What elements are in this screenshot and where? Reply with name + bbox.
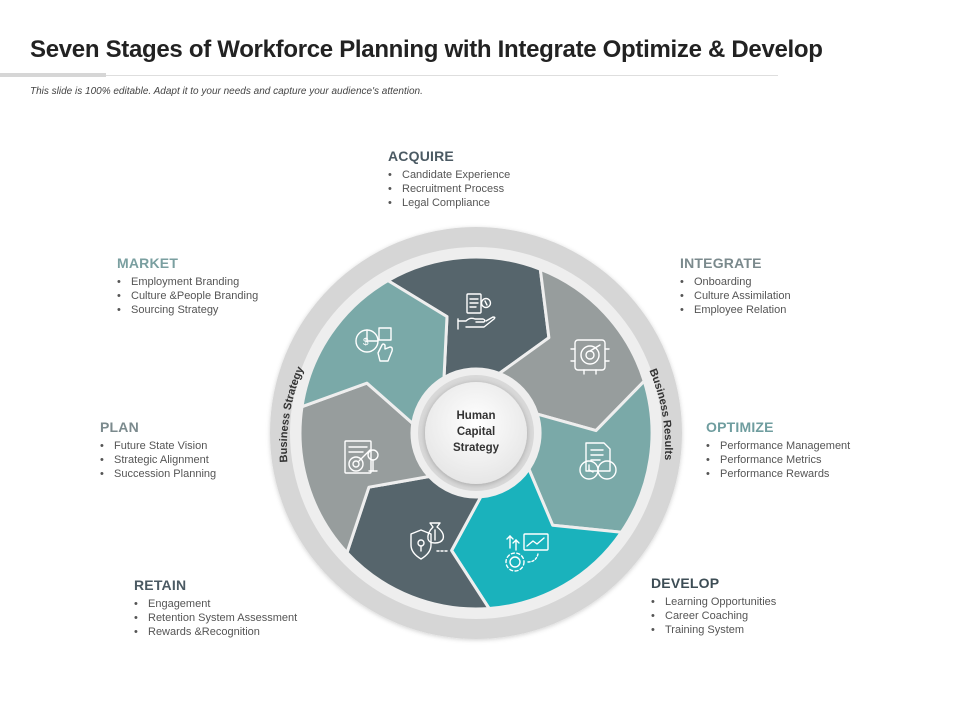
stage-retain-list: Engagement Retention System Assessment R… [134, 597, 297, 639]
stage-market-title: MARKET [117, 255, 179, 271]
blueprint-target-icon [344, 440, 379, 474]
list-item: Culture Assimilation [680, 289, 791, 303]
segment-develop [450, 467, 623, 610]
stage-integrate-list: Onboarding Culture Assimilation Employee… [680, 275, 791, 317]
hub-circle [425, 382, 527, 484]
segment-market [300, 279, 449, 425]
center-line: Strategy [452, 442, 500, 454]
stage-optimize-list: Performance Management Performance Metri… [706, 439, 850, 481]
list-item: Candidate Experience [388, 168, 510, 182]
stage-integrate-title: INTEGRATE [680, 255, 762, 271]
list-item: Employee Relation [680, 303, 791, 317]
hand-document-icon [457, 293, 496, 330]
gear-target-icon [570, 339, 610, 375]
slide-subtitle: This slide is 100% editable. Adapt it to… [30, 86, 423, 97]
stage-plan-title: PLAN [100, 419, 139, 435]
stage-plan: PLAN Future State Vision Strategic Align… [100, 419, 216, 481]
center-line: Human [456, 410, 496, 422]
document-clock-icon [579, 442, 617, 480]
segment-plan [298, 381, 431, 555]
list-item: Performance Management [706, 439, 850, 453]
list-item: Onboarding [680, 275, 791, 289]
stage-develop: DEVELOP Learning Opportunities Career Co… [651, 575, 776, 637]
stage-optimize-title: OPTIMIZE [706, 419, 774, 435]
slide-title: Seven Stages of Workforce Planning with … [30, 36, 823, 63]
list-item: Rewards &Recognition [134, 625, 297, 639]
stage-develop-list: Learning Opportunities Career Coaching T… [651, 595, 776, 637]
stage-market: MARKET Employment Branding Culture &Peop… [117, 255, 258, 317]
growth-chart-gear-icon [505, 533, 549, 572]
stage-plan-list: Future State Vision Strategic Alignment … [100, 439, 216, 481]
list-item: Legal Compliance [388, 196, 510, 210]
list-item: Retention System Assessment [134, 611, 297, 625]
list-item: Strategic Alignment [100, 453, 216, 467]
center-line: Capital [456, 426, 496, 438]
list-item: Succession Planning [100, 467, 216, 481]
title-rule-accent [0, 73, 106, 77]
list-item: Career Coaching [651, 609, 776, 623]
svg-text:$: $ [363, 337, 369, 348]
stage-market-list: Employment Branding Culture &People Bran… [117, 275, 258, 317]
stage-acquire-title: ACQUIRE [388, 148, 454, 164]
list-item: Employment Branding [117, 275, 258, 289]
list-item: Future State Vision [100, 439, 216, 453]
list-item: Performance Rewards [706, 467, 850, 481]
list-item: Recruitment Process [388, 182, 510, 196]
list-item: Sourcing Strategy [117, 303, 258, 317]
list-item: Training System [651, 623, 776, 637]
title-rule [106, 75, 778, 76]
stage-acquire: ACQUIRE Candidate Experience Recruitment… [388, 148, 510, 210]
segment-acquire [386, 255, 551, 380]
pie-chart-dollar-icon: $ [355, 327, 393, 362]
list-item: Learning Opportunities [651, 595, 776, 609]
segment-optimize [527, 379, 654, 534]
shield-money-bag-icon [410, 522, 448, 560]
stage-integrate: INTEGRATE Onboarding Culture Assimilatio… [680, 255, 791, 317]
stage-optimize: OPTIMIZE Performance Management Performa… [706, 419, 850, 481]
list-item: Engagement [134, 597, 297, 611]
stage-develop-title: DEVELOP [651, 575, 720, 591]
list-item: Culture &People Branding [117, 289, 258, 303]
center-label: Human Capital Strategy [426, 396, 526, 468]
stage-retain: RETAIN Engagement Retention System Asses… [134, 577, 297, 639]
segment-integrate [497, 267, 646, 433]
stage-acquire-list: Candidate Experience Recruitment Process… [388, 168, 510, 210]
list-item: Performance Metrics [706, 453, 850, 467]
stage-retain-title: RETAIN [134, 577, 187, 593]
